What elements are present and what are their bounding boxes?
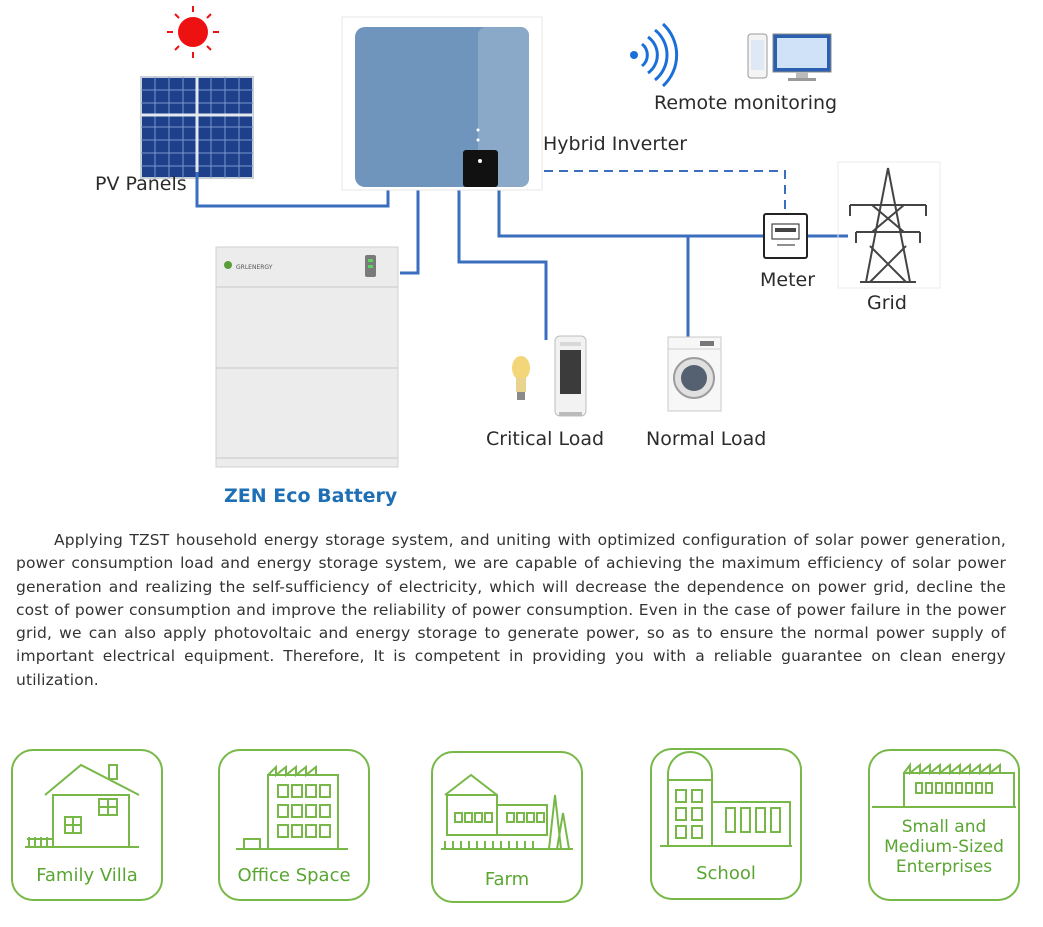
factory-icon bbox=[872, 762, 1016, 808]
application-label: Farm bbox=[484, 869, 530, 890]
normal-load-label: Normal Load bbox=[646, 428, 766, 450]
application-family-villa: Family Villa bbox=[11, 749, 163, 901]
tower-air-cooler-icon bbox=[554, 335, 587, 417]
application-office-space: Office Space bbox=[218, 749, 370, 901]
office-building-icon bbox=[236, 764, 348, 850]
battery-title: ZEN Eco Battery bbox=[224, 485, 398, 507]
wifi-signal-icon bbox=[630, 22, 679, 88]
remote-monitoring-label: Remote monitoring bbox=[654, 92, 837, 114]
meter-label: Meter bbox=[760, 269, 815, 291]
application-label: Small and Medium-Sized Enterprises bbox=[884, 817, 1004, 877]
sun-icon bbox=[167, 6, 219, 58]
application-label: Family Villa bbox=[36, 865, 138, 886]
grid-label: Grid bbox=[867, 292, 907, 314]
transmission-tower-icon bbox=[837, 161, 941, 289]
school-icon bbox=[660, 751, 792, 847]
application-school: School bbox=[650, 748, 802, 900]
application-label: School bbox=[696, 863, 756, 884]
energy-system-diagram: GRLENERGY PV Panels Hybrid Inverter Remo… bbox=[95, 6, 941, 507]
application-enterprises: Small and Medium-Sized Enterprises bbox=[868, 749, 1020, 901]
pv-panels-label: PV Panels bbox=[95, 173, 187, 195]
battery-cabinet-icon: GRLENERGY bbox=[215, 246, 399, 468]
solar-panel-icon bbox=[140, 76, 254, 179]
light-bulb-icon bbox=[512, 356, 530, 400]
inverter-label: Hybrid Inverter bbox=[543, 133, 687, 155]
battery-brand-text: GRLENERGY bbox=[236, 264, 273, 271]
description-paragraph: Applying TZST household energy storage s… bbox=[16, 531, 1006, 689]
application-label: Office Space bbox=[237, 865, 351, 886]
phone-monitor-icon bbox=[747, 33, 832, 81]
application-farm: Farm bbox=[431, 751, 583, 903]
power-wires bbox=[195, 172, 848, 340]
farm-icon bbox=[441, 773, 573, 850]
critical-load-label: Critical Load bbox=[486, 428, 604, 450]
monitoring-link bbox=[529, 170, 786, 212]
washing-machine-icon bbox=[667, 336, 722, 412]
hybrid-inverter-icon bbox=[341, 16, 543, 191]
house-icon bbox=[25, 763, 140, 848]
meter-icon bbox=[763, 213, 808, 259]
